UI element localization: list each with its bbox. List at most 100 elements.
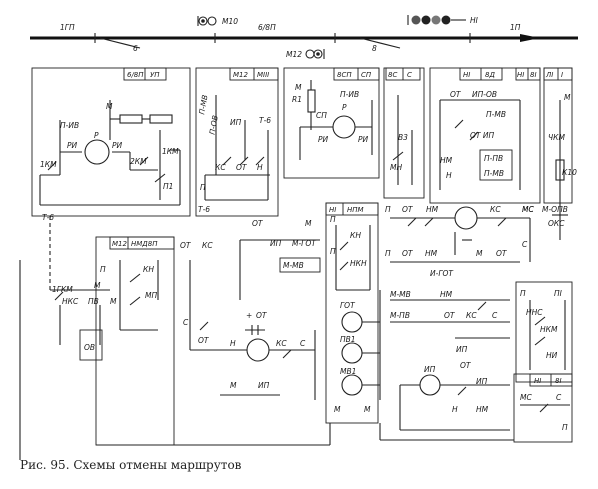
- p3-sp-label: СП: [316, 111, 327, 120]
- p1-1km-right-label: 1КМ: [162, 147, 179, 156]
- prb-nns-label: ННС: [526, 308, 543, 317]
- rm-nm2-label: НМ: [476, 405, 489, 414]
- p1-r-label: Р: [94, 131, 99, 140]
- p5-header-a: НI: [463, 71, 470, 79]
- mid-ks-label: КС: [490, 205, 501, 214]
- signal-m10-label: М10: [222, 17, 238, 26]
- p9-kn-label: КН: [143, 265, 154, 274]
- signal-m12-label: М12: [286, 50, 302, 59]
- p2-2-6-label: Т-6: [259, 116, 271, 125]
- mid-ot-label: ОТ: [402, 205, 414, 214]
- p6-header-b: 8I: [530, 71, 537, 79]
- p7-header-b: I: [561, 71, 563, 79]
- relay-got-label: ГОТ: [340, 301, 356, 310]
- figure-caption: Рис. 95. Схемы отмены маршрутов: [20, 458, 242, 472]
- mid-igot-label: И-ГОТ: [430, 269, 454, 278]
- p8-header-b: НПМ: [347, 206, 364, 214]
- rm-nm-label: НМ: [440, 290, 453, 299]
- p7-header-a: ЛI: [545, 71, 553, 79]
- cb-ks2-label: КС: [276, 339, 287, 348]
- p1-1km-label: 1КМ: [40, 160, 57, 169]
- right-middle-circuit: [390, 299, 510, 431]
- panel-8-circuit: [335, 225, 371, 291]
- signal-m10-icon: [197, 16, 217, 26]
- lb-m2-label: М: [110, 297, 117, 306]
- relay-stack: [341, 290, 381, 400]
- rm-ip-label: ИП: [456, 345, 468, 354]
- panel-10-circuit: [520, 403, 570, 413]
- mid-ms-label: МС: [522, 205, 534, 214]
- p2-ks-label: КС: [215, 163, 226, 172]
- cb-plus-label: +: [246, 311, 252, 320]
- p1-t6-label: Т-6: [42, 213, 54, 222]
- cl-m-label: М: [305, 219, 312, 228]
- bus-verticals: [19, 260, 514, 460]
- mid-p2-label: П: [385, 249, 391, 258]
- p8-p-label: П: [330, 215, 336, 224]
- mid-m-label: М: [476, 249, 483, 258]
- cl-ip-label: ИП: [270, 239, 282, 248]
- prb-nkm-label: НКМ: [540, 325, 558, 334]
- p1-p1-label: П1: [163, 182, 173, 191]
- p5-nm-label: НМ: [440, 156, 453, 165]
- cb-m-label: М: [230, 381, 237, 390]
- panel-7-circuit: [552, 100, 568, 240]
- p1-header-a: 6/8П: [127, 71, 144, 79]
- cb-ot3-label: ОТ: [256, 311, 268, 320]
- signal-m12-icon: [305, 49, 325, 59]
- left-bottom-circuit: [49, 216, 110, 361]
- p10-ms-label: МС: [520, 393, 532, 402]
- p1-2km-label: 2КМ: [130, 157, 147, 166]
- p5-otip-label: ОТ ИП: [470, 131, 494, 140]
- lb-1gkm-label: 1ГКМ: [52, 285, 73, 294]
- rm-ip2-label: ИП: [424, 365, 436, 374]
- p8-header-a: НI: [329, 206, 336, 214]
- center-left-circuit: [239, 239, 321, 300]
- p3-header-b: СП: [361, 71, 372, 79]
- track-bus: [30, 33, 578, 49]
- p1-ri-left-label: РИ: [67, 141, 78, 150]
- lb-m-label: М: [94, 281, 101, 290]
- panel-headers: 6/8П УП М12 МIII 8СП СП 8С С НI 8Д НI 8I…: [109, 67, 573, 387]
- cb-c-label: С: [183, 318, 189, 327]
- mid-p-label: П: [385, 205, 391, 214]
- p1-piv-label: П-ИВ: [60, 121, 79, 130]
- p5-pmv-label: П-МВ: [486, 110, 506, 119]
- cb-ks-label: КС: [202, 241, 213, 250]
- relay-m2-label: М: [364, 405, 371, 414]
- p3-r-label: Р: [342, 103, 347, 112]
- p5-pmv2-label: П-МВ: [484, 169, 504, 178]
- p7-k10-label: К10: [562, 168, 577, 177]
- cb-ot-label: ОТ: [180, 241, 192, 250]
- cl-mgot-label: М-ГОТ: [292, 239, 317, 248]
- mid-nm-label: НМ: [426, 205, 439, 214]
- p9-mp-label: МП: [145, 291, 157, 300]
- rm-ot2-label: ОТ: [460, 361, 472, 370]
- cl-ot-label: ОТ: [252, 219, 264, 228]
- rm-mmv-label: М-МВ: [390, 290, 411, 299]
- panel-frames: [31, 67, 573, 446]
- p8-nkn-label: НКН: [350, 259, 367, 268]
- prb-ni-label: НИ: [546, 351, 558, 360]
- prb-p1-label: ПI: [554, 289, 563, 298]
- panel-5-circuit: [439, 99, 521, 190]
- mid-nm2-label: НМ: [425, 249, 438, 258]
- relay-m-label: М: [334, 405, 341, 414]
- p7-ms-label: МС: [522, 205, 534, 214]
- cb-ot2-label: ОТ: [198, 336, 210, 345]
- p2-p-label: П: [200, 183, 206, 192]
- p2-header-a: М12: [233, 71, 248, 79]
- p9-header-a: М12: [112, 240, 127, 248]
- cb-ip-label: ИП: [258, 381, 270, 390]
- cb-c2-label: С: [300, 339, 306, 348]
- p2-ip-label: ИП: [230, 118, 242, 127]
- p5-ipov-label: ИП-ОВ: [472, 90, 497, 99]
- track-mid-label: 6/8П: [258, 23, 276, 32]
- panel-4-circuit: [392, 95, 413, 185]
- panel-1-circuit: [39, 100, 181, 206]
- p3-piv-label: П-ИВ: [340, 90, 359, 99]
- p4-header-b: С: [407, 71, 412, 79]
- middle-right-circuit: [390, 206, 531, 263]
- rm-c-label: С: [492, 311, 498, 320]
